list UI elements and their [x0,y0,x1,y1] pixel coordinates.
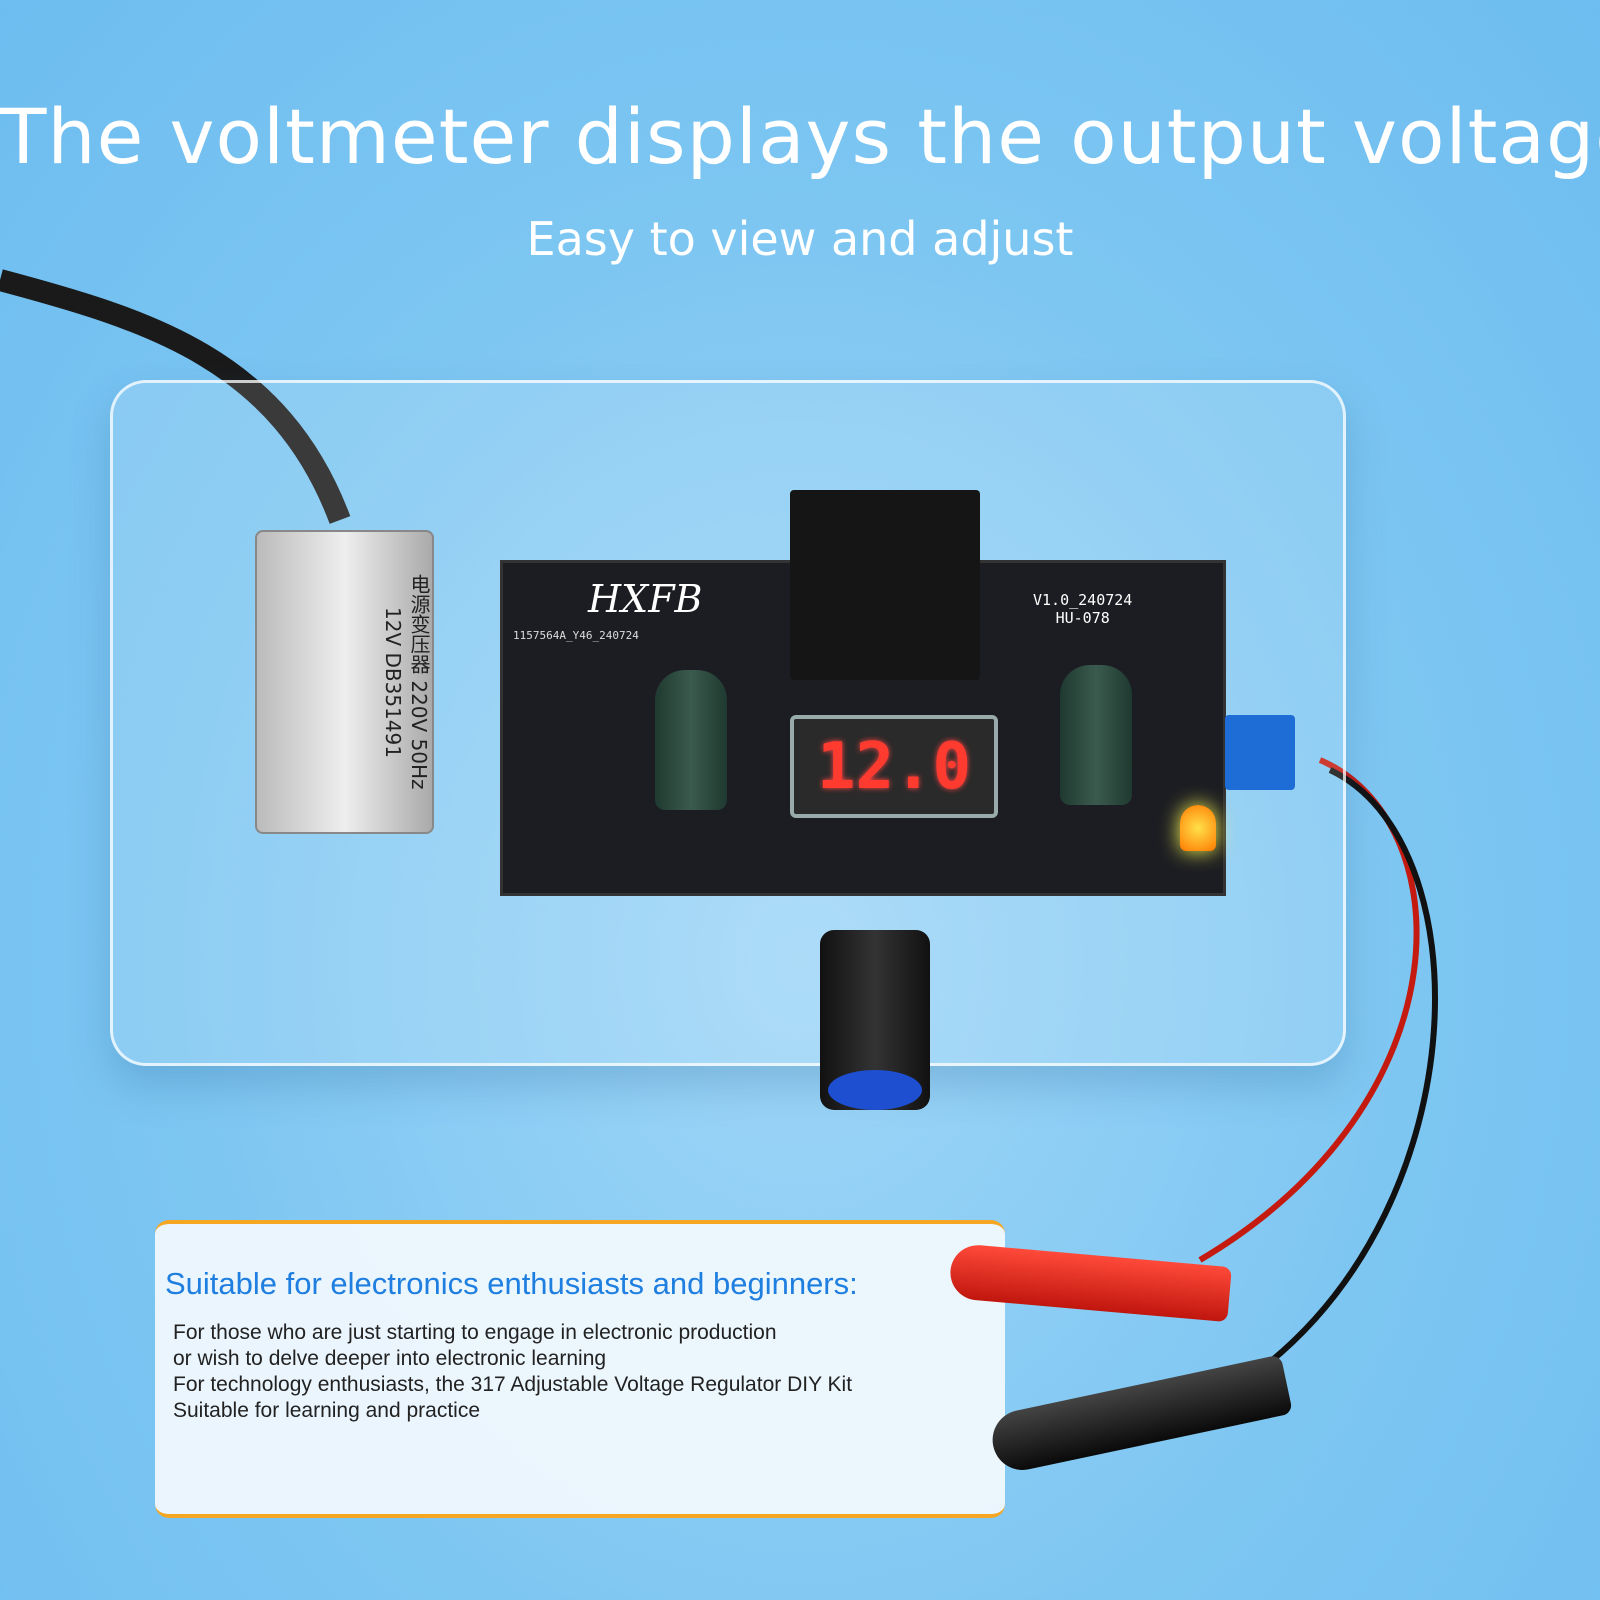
voltmeter-display: 12.0 [790,715,998,818]
pcb-serial: 1157564A_Y46_240724 [513,629,639,642]
indicator-led [1180,805,1216,851]
voltage-adjust-knob[interactable] [820,930,930,1110]
transformer-label: 电源变压器 220V 50Hz 12V DB351491 [381,574,431,790]
heatsink [790,490,980,680]
pcb-version-text: V1.0_240724 [1033,591,1133,609]
headline: The voltmeter displays the output voltag… [0,92,1600,181]
info-card: Suitable for electronics enthusiasts and… [155,1220,1005,1518]
voltage-reading: 12.0 [816,729,972,804]
output-terminal [1225,715,1295,790]
info-line: For technology enthusiasts, the 317 Adju… [173,1373,853,1396]
pcb-brand: HXFB [588,577,703,621]
info-line: or wish to delve deeper into electronic … [173,1347,607,1370]
capacitor-right [1060,665,1132,805]
subheadline: Easy to view and adjust [526,212,1074,266]
info-line: Suitable for learning and practice [173,1399,481,1422]
info-card-title: Suitable for electronics enthusiasts and… [165,1266,858,1301]
transformer: 电源变压器 220V 50Hz 12V DB351491 [255,530,434,834]
info-card-body: For those who are just starting to engag… [173,1320,852,1424]
pcb-model: HU-078 [1055,609,1110,627]
capacitor-left [655,670,727,810]
info-line: For those who are just starting to engag… [173,1321,777,1344]
pcb-version: V1.0_240724 HU-078 [1033,591,1132,627]
